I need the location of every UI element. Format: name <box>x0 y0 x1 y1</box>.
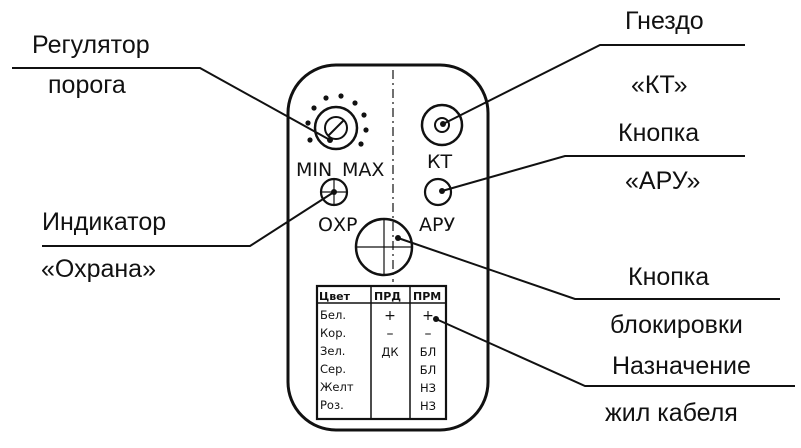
table-prd-cell: + <box>384 308 396 324</box>
callout-guard-line1: Индикатор <box>42 208 167 236</box>
knob-max-label: MAX <box>342 159 384 181</box>
kt-socket <box>420 103 464 147</box>
table-prm-cell: БЛ <box>420 363 437 377</box>
table-prd-cell: ДК <box>381 345 398 359</box>
table-prm-cell: – <box>425 326 432 342</box>
table-prm-cell: БЛ <box>420 345 437 359</box>
callout-lock-line1: Кнопка <box>628 263 710 291</box>
callout-threshold-line1: Регулятор <box>32 31 150 59</box>
callout-lock-line2: блокировки <box>610 311 743 339</box>
table-prd-cell: – <box>387 326 394 342</box>
leader-aru-button <box>441 155 745 192</box>
callout-cable-line2: жил кабеля <box>605 399 738 427</box>
table-prm-cell: + <box>422 308 434 324</box>
kt-label: КТ <box>427 151 452 173</box>
callout-aru-line1: Кнопка <box>618 119 700 147</box>
threshold-knob <box>313 105 359 151</box>
cable-table: Цвет ПРД ПРМ Бел. Кор. Зел. Сер. Желт Ро… <box>315 284 448 421</box>
table-header-prm: ПРМ <box>413 290 441 303</box>
table-prm-cell: НЗ <box>420 381 436 395</box>
table-color-cell: Кор. <box>320 326 346 340</box>
table-prm-cell: НЗ <box>420 399 436 413</box>
table-color-cell: Бел. <box>320 308 346 322</box>
callout-kt-line2: «КТ» <box>631 71 688 99</box>
device-body <box>286 63 490 432</box>
leader-cable-assignment <box>435 318 795 387</box>
leader-guard-indicator <box>42 191 335 247</box>
leader-threshold <box>12 67 331 141</box>
callout-kt-line1: Гнездо <box>625 7 704 35</box>
guard-label: ОХР <box>318 214 357 236</box>
table-color-cell: Зел. <box>320 344 345 358</box>
table-header-color: Цвет <box>319 290 351 303</box>
leader-kt-socket <box>442 44 745 125</box>
lock-button <box>354 217 414 277</box>
table-color-cell: Желт <box>320 380 354 394</box>
leader-end-dots <box>327 121 446 322</box>
table-color-cell: Сер. <box>320 362 346 376</box>
table-header-prd: ПРД <box>374 290 401 303</box>
knob-scale-dots <box>305 93 369 147</box>
aru-button <box>423 177 453 207</box>
callout-aru-line2: «АРУ» <box>625 167 701 195</box>
callout-cable-line1: Назначение <box>612 352 751 380</box>
leader-lock-button <box>397 237 780 300</box>
aru-label: АРУ <box>419 214 455 236</box>
callout-guard-line2: «Охрана» <box>41 255 156 283</box>
table-color-cell: Роз. <box>320 398 344 412</box>
leader-lines <box>12 44 795 387</box>
knob-min-label: MIN <box>296 159 332 181</box>
callout-threshold-line2: порога <box>48 71 126 99</box>
